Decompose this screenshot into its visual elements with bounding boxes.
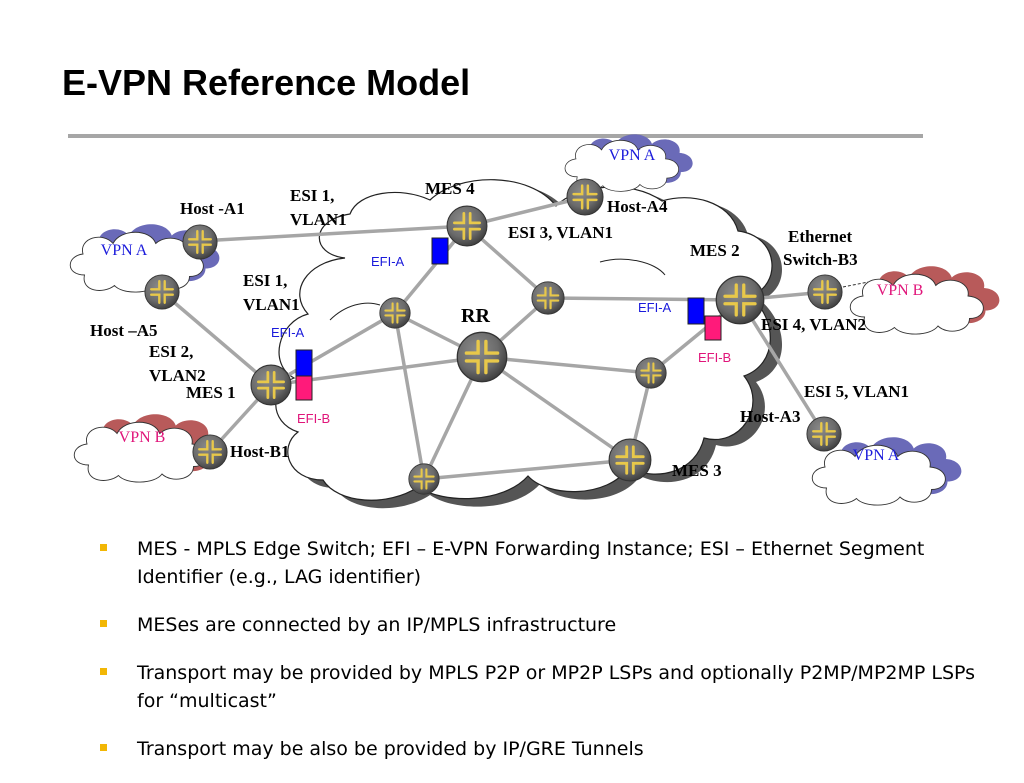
label-switch-b3: Switch-B3 (783, 250, 858, 269)
router-rr-icon (456, 331, 508, 383)
efi-a-mes2-label: EFI-A (638, 300, 672, 315)
label-mes1: MES 1 (186, 383, 236, 402)
efi-b-mes1-box (295, 375, 313, 401)
bullet-list: MES - MPLS Edge Switch; EFI – E-VPN Forw… (100, 535, 980, 783)
diagram-labels: Host -A1 ESI 1, VLAN1 MES 4 Host-A4 ESI … (90, 179, 909, 480)
vpn-b-left-label: VPN B (119, 429, 166, 446)
router-host-a4-icon (566, 178, 604, 216)
router-host-a1-icon (182, 224, 218, 260)
efi-a-mes4-label: EFI-A (371, 254, 405, 269)
bullet-square-icon (100, 544, 107, 551)
vpn-a-top-label: VPN A (609, 147, 656, 164)
bullet-square-icon (100, 668, 107, 675)
router-core-p3-icon (635, 357, 667, 389)
label-rr: RR (461, 305, 490, 327)
vpn-a-top-cloud: VPN A (564, 134, 693, 192)
label-esi5: ESI 5, VLAN1 (804, 382, 909, 401)
vpn-a-left-cloud: VPN A (69, 224, 220, 293)
efi-a-mes2-box (687, 297, 705, 325)
router-switch-b3-icon (807, 274, 843, 310)
bullet-item: MESes are connected by an IP/MPLS infras… (100, 611, 980, 639)
label-host-a1: Host -A1 (180, 199, 245, 218)
efi-a-mes4-box (431, 237, 449, 265)
bullet-text: MESes are connected by an IP/MPLS infras… (137, 614, 617, 636)
bullet-square-icon (100, 744, 107, 751)
efi-b-mes1-label: EFI-B (297, 411, 330, 426)
slide-title: E-VPN Reference Model (62, 62, 471, 103)
router-host-b1-icon (192, 434, 228, 470)
efi-b-mes2-box (704, 315, 722, 341)
label-esi1-mid-2: VLAN1 (243, 295, 300, 314)
evpn-diagram: VPN A VPN A VPN B VPN B VPN A (69, 134, 1000, 509)
label-esi2-2: VLAN2 (149, 366, 206, 385)
bullet-text: Transport may be provided by MPLS P2P or… (137, 662, 976, 712)
label-host-a5: Host –A5 (90, 321, 158, 340)
core-cloud (275, 179, 783, 509)
router-core-p1-icon (379, 297, 411, 329)
label-esi1-top-1: ESI 1, (290, 186, 334, 205)
label-esi4: ESI 4, VLAN2 (761, 315, 866, 334)
router-host-a5-icon (144, 274, 180, 310)
label-mes3: MES 3 (672, 461, 722, 480)
router-mes1-icon (250, 364, 292, 406)
title-rule (68, 134, 923, 138)
router-host-a3-icon (806, 416, 842, 452)
vpn-b-right-cloud: VPN B (849, 266, 1000, 335)
vpn-a-right-cloud: VPN A (811, 437, 962, 506)
router-core-p4-icon (408, 463, 440, 495)
vpn-a-left-label: VPN A (101, 242, 148, 259)
label-ethernet: Ethernet (788, 227, 853, 246)
vpn-b-left-cloud: VPN B (73, 414, 224, 483)
vpn-b-right-label: VPN B (877, 282, 924, 299)
vpn-a-right-label: VPN A (853, 447, 900, 464)
label-mes4: MES 4 (425, 179, 475, 198)
label-esi1-mid-1: ESI 1, (243, 271, 287, 290)
bullet-item: MES - MPLS Edge Switch; EFI – E-VPN Forw… (100, 535, 980, 591)
router-mes2-icon (715, 275, 765, 325)
label-host-a3: Host-A3 (740, 407, 800, 426)
label-mes2: MES 2 (690, 241, 740, 260)
router-mes4-icon (446, 205, 488, 247)
bullet-text: Transport may be also be provided by IP/… (137, 738, 644, 760)
bullet-text: MES - MPLS Edge Switch; EFI – E-VPN Forw… (137, 538, 925, 588)
efi-b-mes2-label: EFI-B (698, 350, 731, 365)
bullet-item: Transport may be provided by MPLS P2P or… (100, 659, 980, 715)
router-core-p2-icon (531, 281, 565, 315)
router-mes3-icon (608, 438, 652, 482)
label-esi3: ESI 3, VLAN1 (508, 223, 613, 242)
bullet-square-icon (100, 620, 107, 627)
efi-a-mes1-box (295, 349, 313, 377)
efi-a-mes1-label: EFI-A (271, 325, 305, 340)
label-host-a4: Host-A4 (607, 197, 668, 216)
bullet-item: Transport may be also be provided by IP/… (100, 735, 980, 763)
label-esi1-top-2: VLAN1 (290, 210, 347, 229)
label-host-b1: Host-B1 (230, 442, 290, 461)
label-esi2-1: ESI 2, (149, 342, 193, 361)
